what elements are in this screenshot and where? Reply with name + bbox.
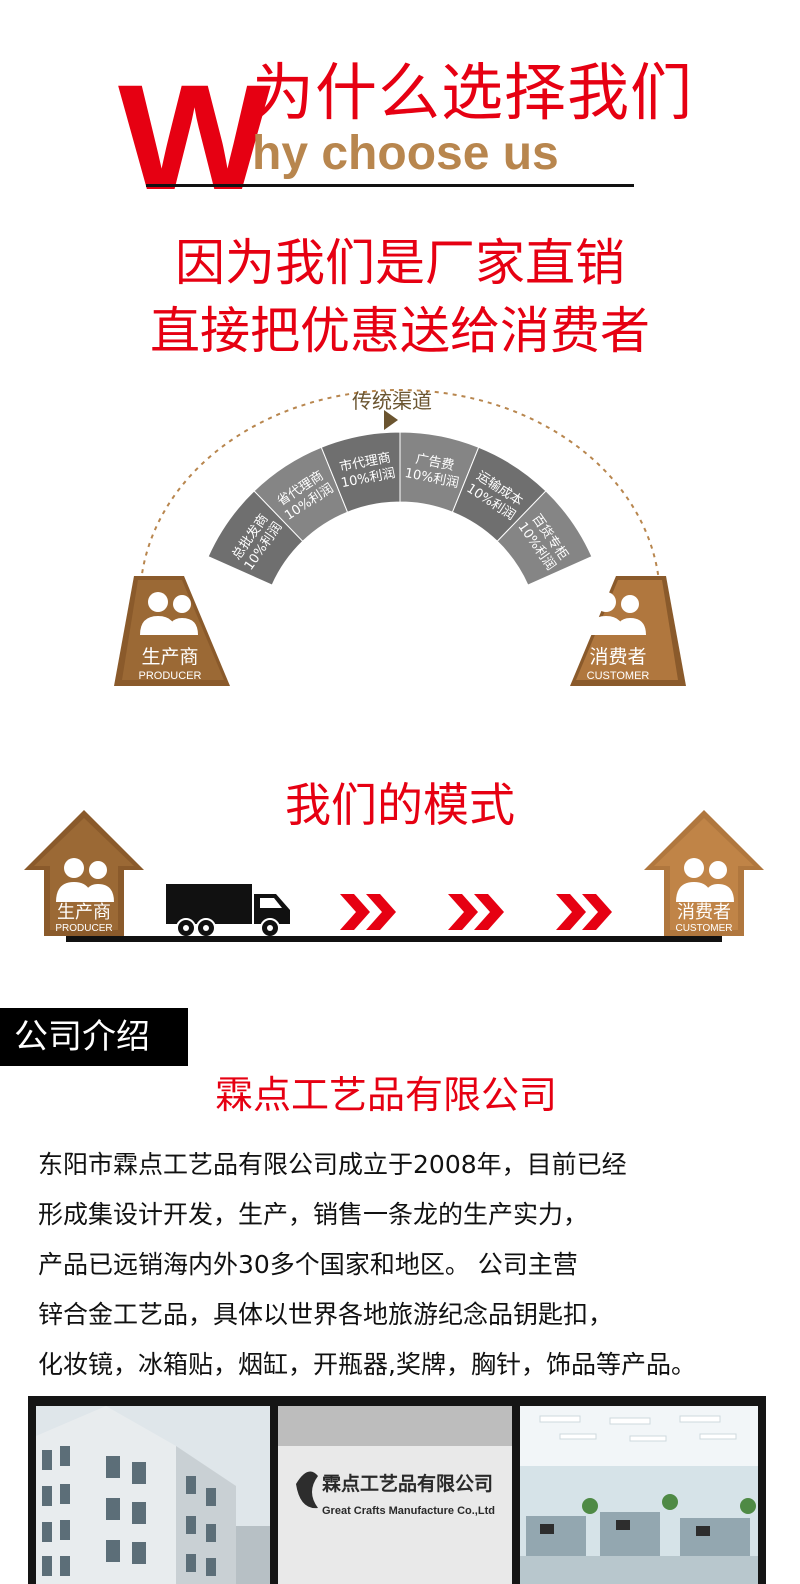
producer-block: 生产商 PRODUCER (114, 576, 230, 686)
channel-segment (496, 490, 593, 586)
people-icon (676, 858, 734, 902)
people-icon (588, 592, 646, 635)
company-logo-icon (296, 1471, 318, 1509)
house-producer-cn: 生产商 (57, 902, 111, 923)
sign-company-cn: 霖点工艺品有限公司 (322, 1472, 493, 1495)
house-producer-en: PRODUCER (55, 923, 112, 934)
description-line: 东阳市霖点工艺品有限公司成立于2008年，目前已经 (38, 1150, 627, 1179)
truck-icon (164, 880, 294, 940)
description-line: 化妆镜，冰箱贴，烟缸，开瓶器,奖牌，胸针，饰品等产品。 (38, 1350, 696, 1379)
description-line: 锌合金工艺品，具体以世界各地旅游纪念品钥匙扣， (38, 1300, 614, 1329)
our-mode-title: 我们的模式 (285, 778, 515, 832)
channel-arrow-icon (384, 410, 398, 430)
title-underline (146, 184, 634, 187)
ground-line (66, 936, 722, 942)
producer-house: 生产商 PRODUCER (24, 808, 144, 938)
double-chevron-icon (340, 894, 398, 930)
producer-en-label: PRODUCER (139, 670, 202, 682)
customer-block: 消费者 CUSTOMER (570, 576, 686, 686)
company-name: 霖点工艺品有限公司 (214, 1073, 557, 1117)
double-chevron-icon (448, 894, 506, 930)
office-photo (520, 1406, 758, 1584)
channel-top-label: 传统渠道 (352, 389, 432, 413)
company-description: 东阳市霖点工艺品有限公司成立于2008年，目前已经 形成集设计开发，生产，销售一… (38, 1140, 798, 1390)
description-line: 产品已远销海内外30多个国家和地区。 公司主营 (38, 1250, 578, 1279)
people-icon (140, 592, 198, 635)
page-title-english: hy choose us (252, 127, 559, 180)
double-chevron-icon (556, 894, 614, 930)
people-icon (56, 858, 114, 902)
slogan-line-1: 因为我们是厂家直销 (175, 234, 625, 292)
page-title-chinese: 为什么选择我们 (252, 56, 694, 129)
company-intro-tag: 公司介绍 (0, 1008, 188, 1066)
slogan-line-2: 直接把优惠送给消费者 (150, 302, 650, 360)
company-sign-photo: 霖点工艺品有限公司 Great Crafts Manufacture Co.,L… (278, 1406, 512, 1584)
producer-cn-label: 生产商 (141, 646, 198, 668)
sign-company-en: Great Crafts Manufacture Co.,Ltd (322, 1505, 495, 1517)
channel-dashed-arc (139, 389, 661, 601)
customer-house: 消费者 CUSTOMER (644, 808, 764, 938)
house-customer-cn: 消费者 (677, 902, 731, 923)
building-photo (36, 1406, 270, 1584)
house-customer-en: CUSTOMER (675, 923, 732, 934)
traditional-channel-diagram: 传统渠道 总批发商10%利润省代理商10%利润市代理商10%利润广告费10%利润… (100, 380, 700, 700)
big-letter-w: W (118, 53, 271, 221)
description-line: 形成集设计开发，生产，销售一条龙的生产实力， (38, 1200, 589, 1229)
customer-en-label: CUSTOMER (587, 670, 650, 682)
segment-name: 广告费 (414, 452, 455, 474)
customer-cn-label: 消费者 (589, 646, 646, 668)
